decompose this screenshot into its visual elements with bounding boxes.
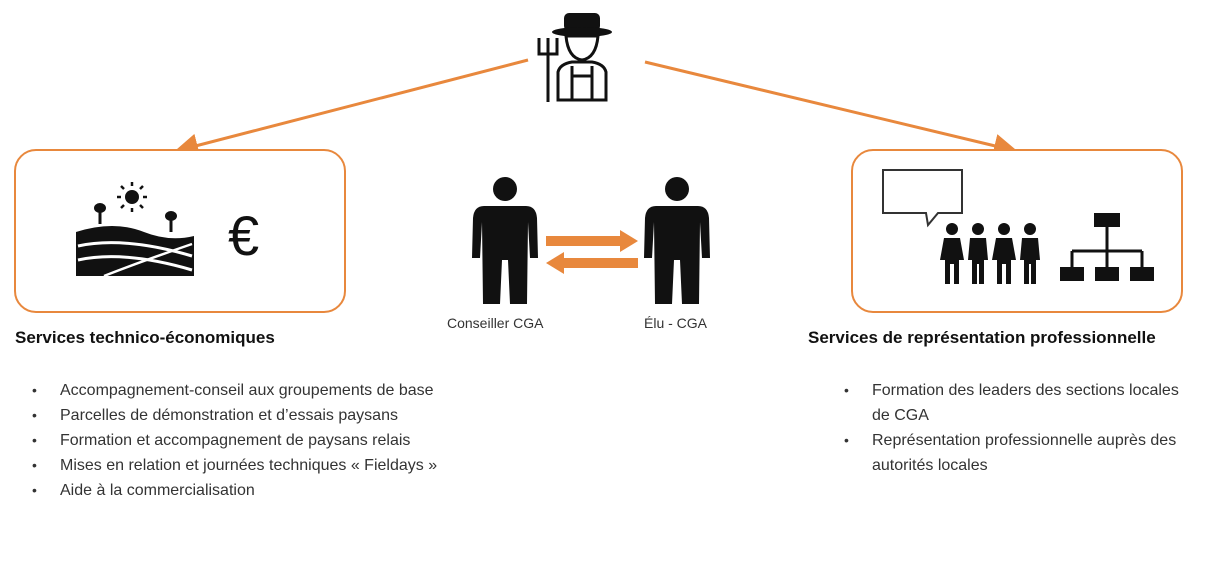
person-icon (644, 177, 710, 304)
connector-left (174, 58, 529, 158)
connector-right (644, 60, 1018, 158)
field-with-sun-icon (76, 182, 194, 278)
person-icon (472, 177, 538, 304)
list-item: Formation et accompagnement de paysans r… (32, 428, 512, 453)
panel-technico-economiques (14, 149, 346, 313)
list-item: Aide à la commercialisation (32, 478, 512, 503)
farmer-with-pitchfork-icon (537, 13, 612, 102)
bullet-list-representation-professionnelle: Formation des leaders des sections local… (844, 378, 1184, 478)
group-of-people-icon (940, 223, 1040, 284)
euro-icon: € (228, 204, 260, 267)
heading-technico-economiques: Services technico-économiques (15, 328, 275, 347)
exchange-arrows-icon (546, 230, 638, 274)
heading-representation-professionnelle: Services de représentation professionnel… (808, 328, 1156, 347)
label-elu-cga: Élu - CGA (644, 315, 708, 331)
list-item: Représentation professionnelle auprès de… (844, 428, 1184, 478)
org-chart-icon (1060, 213, 1154, 281)
bullet-list-technico-economiques: Accompagnement-conseil aux groupements d… (32, 378, 512, 503)
label-conseiller-cga: Conseiller CGA (447, 315, 544, 331)
list-item: Parcelles de démonstration et d’essais p… (32, 403, 512, 428)
list-item: Formation des leaders des sections local… (844, 378, 1184, 428)
list-item: Accompagnement-conseil aux groupements d… (32, 378, 512, 403)
list-item: Mises en relation et journées techniques… (32, 453, 460, 478)
speech-bubble-icon (882, 169, 963, 228)
